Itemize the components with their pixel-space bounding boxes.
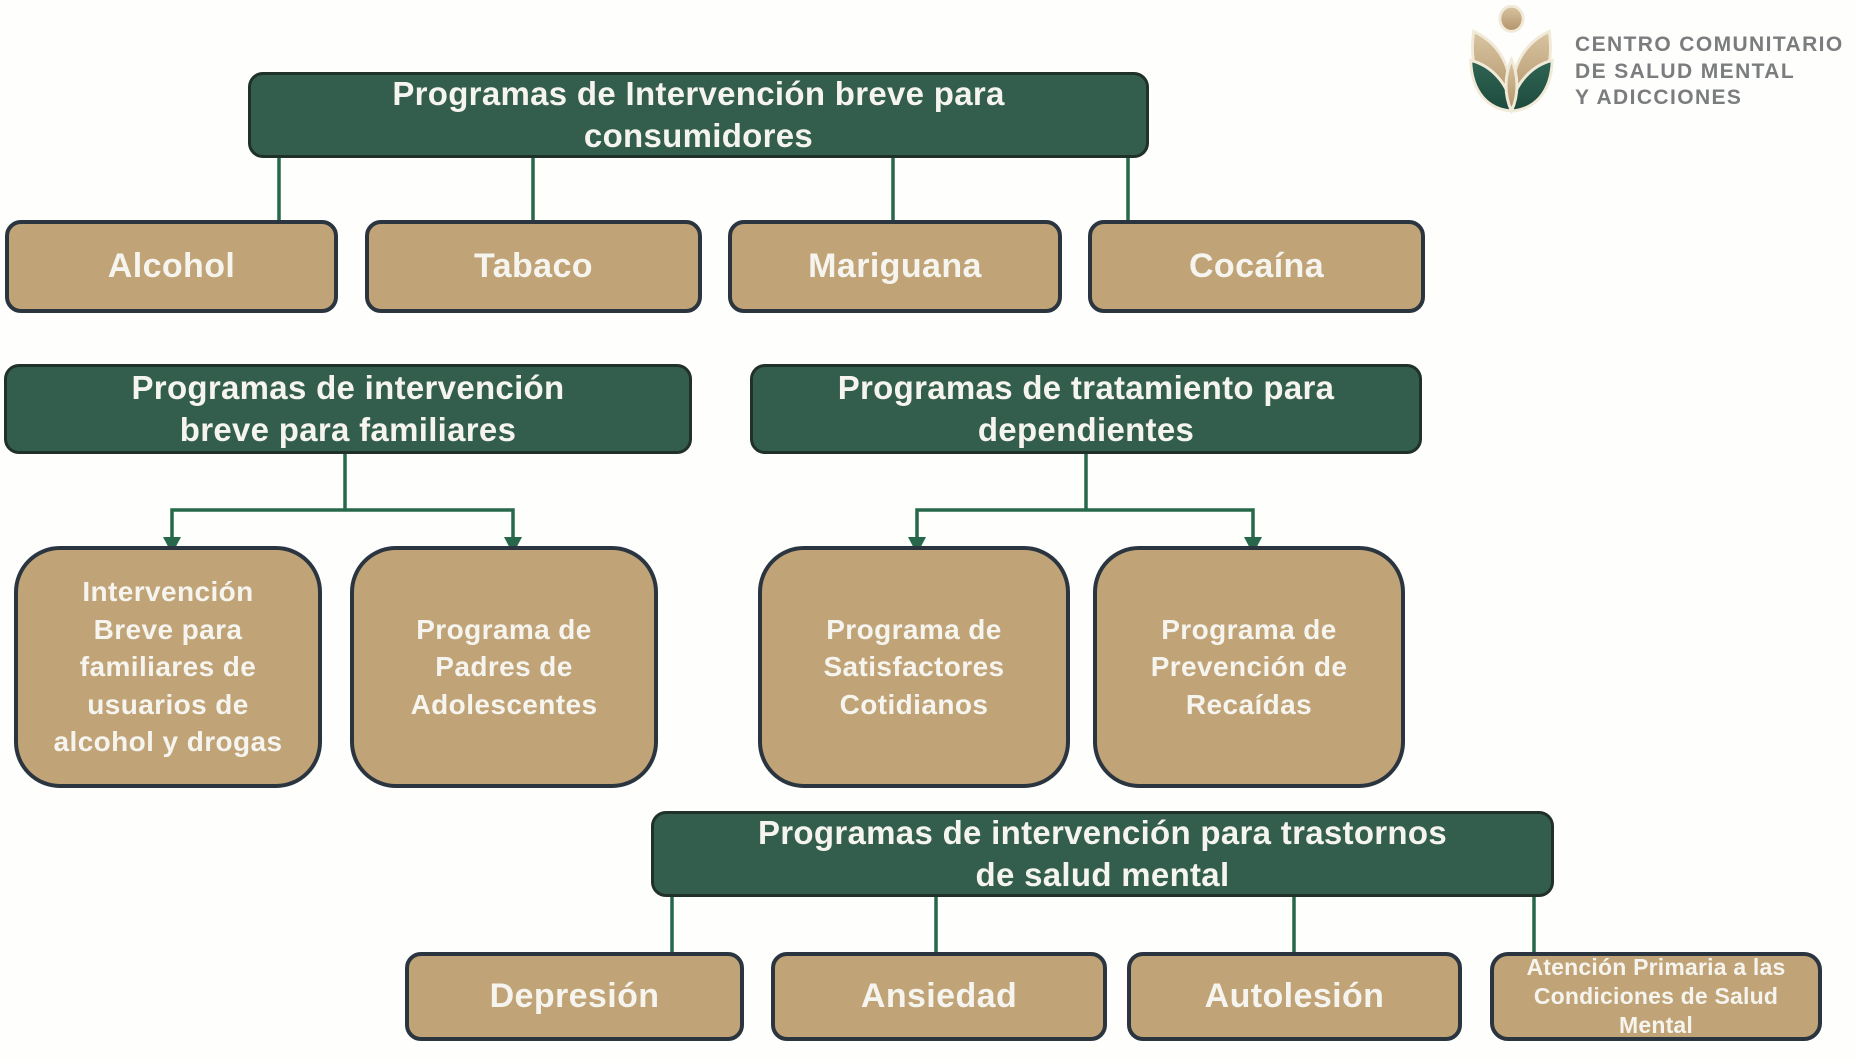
box-satisfactores-cotidianos: Programa de Satisfactores Cotidianos [758, 546, 1070, 788]
arrowhead-down-icon [163, 537, 181, 554]
box-programa-padres-adolescentes: Programa de Padres de Adolescentes [350, 546, 658, 788]
box-label: Tabaco [474, 246, 593, 285]
flower-person-logo-icon [1469, 5, 1554, 114]
box-label: Autolesión [1204, 976, 1385, 1015]
connector-line [915, 508, 1255, 539]
box-label: Intervención Breve para familiares de us… [53, 576, 283, 758]
box-atencion-primaria-salud-mental: Atención Primaria a las Condiciones de S… [1490, 952, 1822, 1041]
box-prevencion-recaidas: Programa de Prevención de Recaídas [1093, 546, 1405, 788]
box-ansiedad: Ansiedad [771, 952, 1107, 1041]
box-intervencion-breve-familiares: Programas de intervención breve para fam… [4, 364, 692, 454]
arrowhead-down-icon [908, 537, 926, 554]
box-label: Programas de tratamiento para dependient… [837, 368, 1335, 448]
box-tabaco: Tabaco [365, 220, 702, 313]
box-depresion: Depresión [405, 952, 744, 1041]
box-label: Programas de intervención para trastorno… [757, 813, 1447, 893]
box-trastornos-salud-mental: Programas de intervención para trastorno… [651, 811, 1554, 897]
box-alcohol: Alcohol [5, 220, 338, 313]
logo-center-petal [1504, 55, 1519, 114]
box-mariguana: Mariguana [728, 220, 1062, 313]
logo-text: CENTRO COMUNITARIO DE SALUD MENTAL Y ADI… [1575, 33, 1844, 109]
box-tratamiento-dependientes: Programas de tratamiento para dependient… [750, 364, 1422, 454]
logo-head-circle [1498, 5, 1525, 33]
arrowhead-down-icon [1244, 537, 1262, 554]
box-label: Mariguana [808, 246, 982, 285]
logo: CENTRO COMUNITARIO DE SALUD MENTAL Y ADI… [1462, 5, 1844, 114]
box-label: Programa de Padres de Adolescentes [410, 613, 598, 720]
box-label: Alcohol [107, 246, 236, 285]
box-label: Cocaína [1188, 246, 1325, 285]
box-label: Programas de intervención breve para fam… [131, 368, 565, 448]
box-label: Ansiedad [860, 976, 1018, 1015]
box-label: Depresión [489, 976, 660, 1015]
box-intervencion-breve-consumidores: Programas de Intervención breve para con… [248, 72, 1149, 158]
connector-line [170, 508, 515, 539]
arrowhead-down-icon [504, 537, 522, 554]
box-cocaina: Cocaína [1088, 220, 1425, 313]
box-intervencion-breve-familiares-usuarios: Intervención Breve para familiares de us… [14, 546, 322, 788]
box-label: Programa de Prevención de Recaídas [1150, 613, 1348, 720]
box-label: Programas de Intervención breve para con… [392, 74, 1005, 154]
box-label: Programa de Satisfactores Cotidianos [823, 613, 1005, 720]
box-label: Atención Primaria a las Condiciones de S… [1526, 954, 1786, 1038]
box-autolesion: Autolesión [1127, 952, 1462, 1041]
